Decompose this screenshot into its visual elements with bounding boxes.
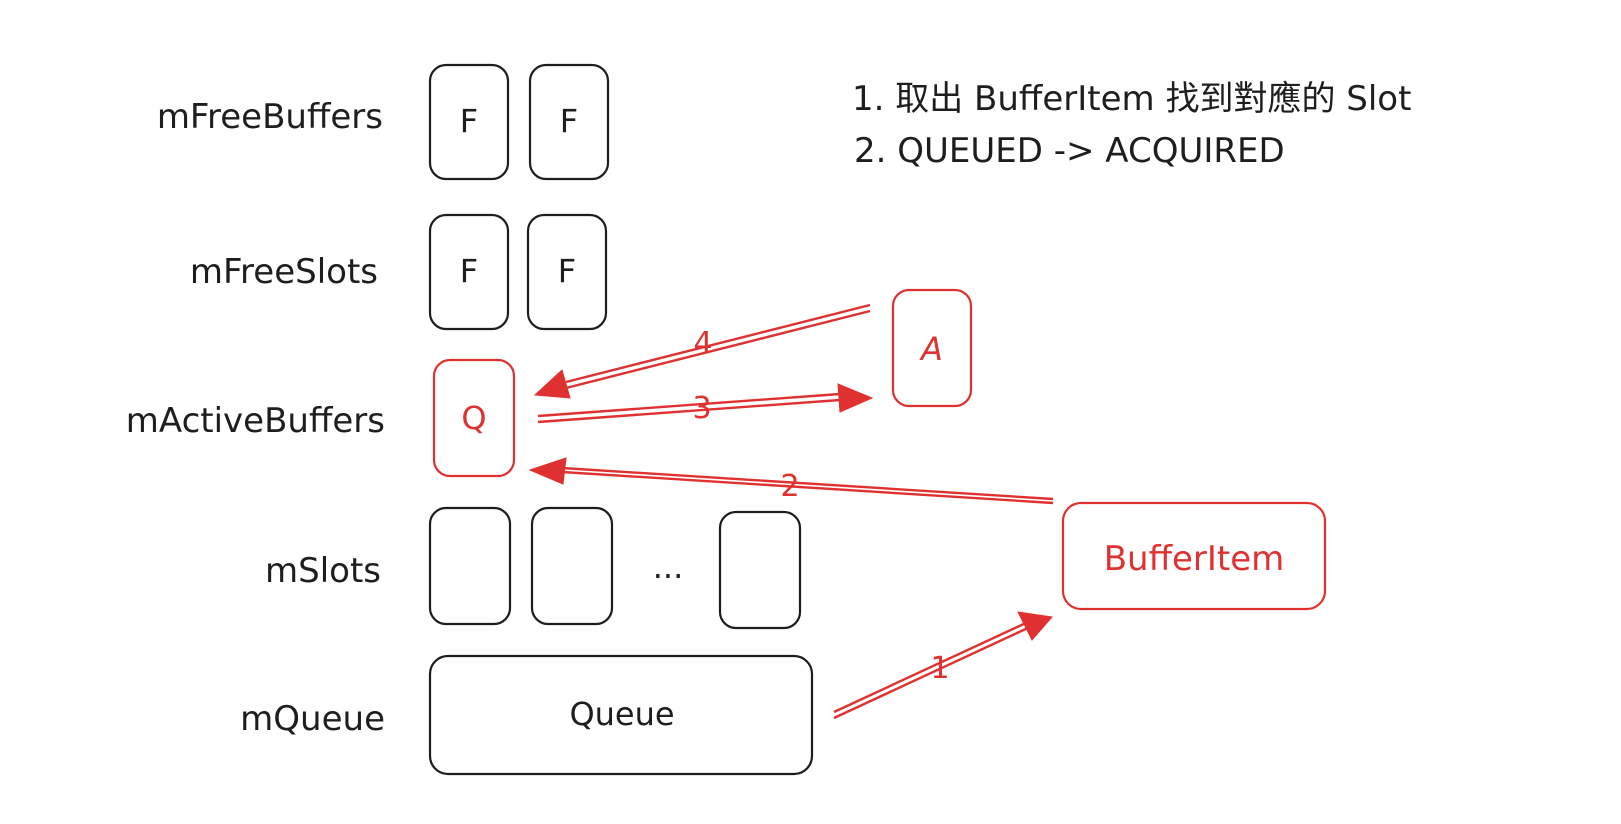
arrow-step-2: 2 xyxy=(528,457,1054,505)
arrow-step-4-label: 4 xyxy=(693,326,712,361)
buffer-item-box: BufferItem xyxy=(1061,501,1327,611)
note-line-1: 1. 取出 BufferItem 找到對應的 Slot xyxy=(852,79,1411,119)
label-mslots: mSlots xyxy=(265,551,381,591)
free-slot-cell-label: F xyxy=(460,252,478,290)
label-mfreebuffers: mFreeBuffers xyxy=(157,97,383,137)
slots-ellipsis: ... xyxy=(653,548,684,586)
queue-box: Queue xyxy=(428,654,814,776)
arrow-step-3-label: 3 xyxy=(692,391,711,426)
arrow-step-1: 1 xyxy=(833,611,1053,720)
label-mfreeslots: mFreeSlots xyxy=(190,252,378,292)
free-slot-cell: F xyxy=(428,213,510,331)
free-buffer-cell: F xyxy=(428,63,510,181)
arrow-step-1-label: 1 xyxy=(930,651,949,686)
slot-cell xyxy=(718,510,802,630)
label-mactivebuffers: mActiveBuffers xyxy=(126,401,385,441)
free-slot-cell-label: F xyxy=(558,252,576,290)
active-buffer-cell-label: Q xyxy=(461,399,486,437)
arrow-step-3: 3 xyxy=(537,383,874,426)
arrow-step-2-label: 2 xyxy=(780,469,799,504)
active-buffer-cell: Q xyxy=(432,358,516,478)
buffer-item-label: BufferItem xyxy=(1104,539,1285,579)
free-slot-cell: F xyxy=(526,213,608,331)
free-buffer-cell-label: F xyxy=(560,102,578,140)
slot-cell xyxy=(428,506,512,626)
slot-cell xyxy=(530,506,614,626)
arrow-step-4: 4 xyxy=(533,303,871,399)
queue-box-label: Queue xyxy=(569,695,674,733)
label-mqueue: mQueue xyxy=(240,699,385,739)
free-buffer-cell-label: F xyxy=(460,102,478,140)
acquired-cell-label: A xyxy=(919,330,943,368)
acquired-cell: A xyxy=(891,288,973,408)
free-buffer-cell: F xyxy=(528,63,610,181)
note-line-2: 2. QUEUED -> ACQUIRED xyxy=(854,131,1285,171)
